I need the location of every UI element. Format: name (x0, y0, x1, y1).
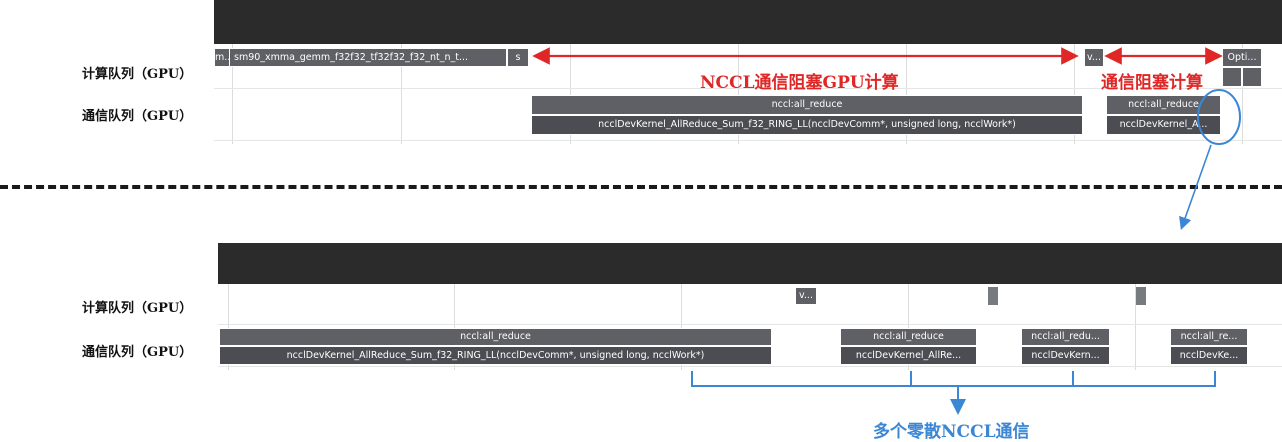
compute-slice-small[interactable]: s (507, 48, 529, 67)
bottom-compute-slice-v[interactable]: v... (795, 287, 817, 305)
comm-slice-allreduce-small[interactable]: nccl:all_reduce (1106, 95, 1221, 115)
top-comm-row-label: 通信队列（GPU） (82, 109, 193, 124)
annotation-scattered-nccl: 多个零散NCCL通信 (873, 422, 1030, 442)
bottom-comm-kernel-4[interactable]: ncclDevKe... (1170, 346, 1248, 365)
comm-slice-allreduce-large[interactable]: nccl:all_reduce (531, 95, 1083, 115)
bottom-comm-kernel-2[interactable]: ncclDevKernel_AllRe... (840, 346, 977, 365)
top-compute-row-label: 计算队列（GPU） (82, 67, 193, 82)
section-divider (0, 185, 1282, 189)
bottom-comm-allreduce-1[interactable]: nccl:all_reduce (219, 328, 772, 346)
bottom-comm-allreduce-3[interactable]: nccl:all_redu... (1021, 328, 1110, 346)
bottom-comm-kernel-1[interactable]: ncclDevKernel_AllReduce_Sum_f32_RING_LL(… (219, 346, 772, 365)
compute-slice-gemm[interactable]: sm90_xmma_gemm_f32f32_tf32f32_f32_nt_n_t… (229, 48, 507, 67)
bottom-comm-kernel-3[interactable]: ncclDevKern... (1021, 346, 1110, 365)
annotation-comm-blocks-compute: 通信阻塞计算 (1101, 73, 1203, 93)
blue-highlight-circle (1197, 89, 1241, 145)
bottom-comm-allreduce-4[interactable]: nccl:all_re... (1170, 328, 1248, 346)
compute-slice-opti-child-a[interactable] (1222, 67, 1242, 87)
compute-slice-opti-child-b[interactable] (1242, 67, 1262, 87)
comm-kernel-small[interactable]: ncclDevKernel_A... (1106, 115, 1221, 135)
bottom-compute-row-label: 计算队列（GPU） (82, 301, 193, 316)
bottom-timeline-header (218, 243, 1282, 284)
annotation-nccl-blocks-gpu: NCCL通信阻塞GPU计算 (700, 73, 899, 93)
top-timeline-header (214, 0, 1282, 44)
comm-kernel-large[interactable]: ncclDevKernel_AllReduce_Sum_f32_RING_LL(… (531, 115, 1083, 135)
bottom-compute-slice-mark-a[interactable] (988, 287, 998, 305)
blue-bracket (691, 371, 1216, 387)
bottom-comm-row-label: 通信队列（GPU） (82, 345, 193, 360)
compute-slice-v[interactable]: v... (1084, 48, 1104, 67)
blue-pointer-arrow (1179, 144, 1212, 231)
bottom-compute-slice-mark-b[interactable] (1136, 287, 1146, 305)
bottom-comm-allreduce-2[interactable]: nccl:all_reduce (840, 328, 977, 346)
